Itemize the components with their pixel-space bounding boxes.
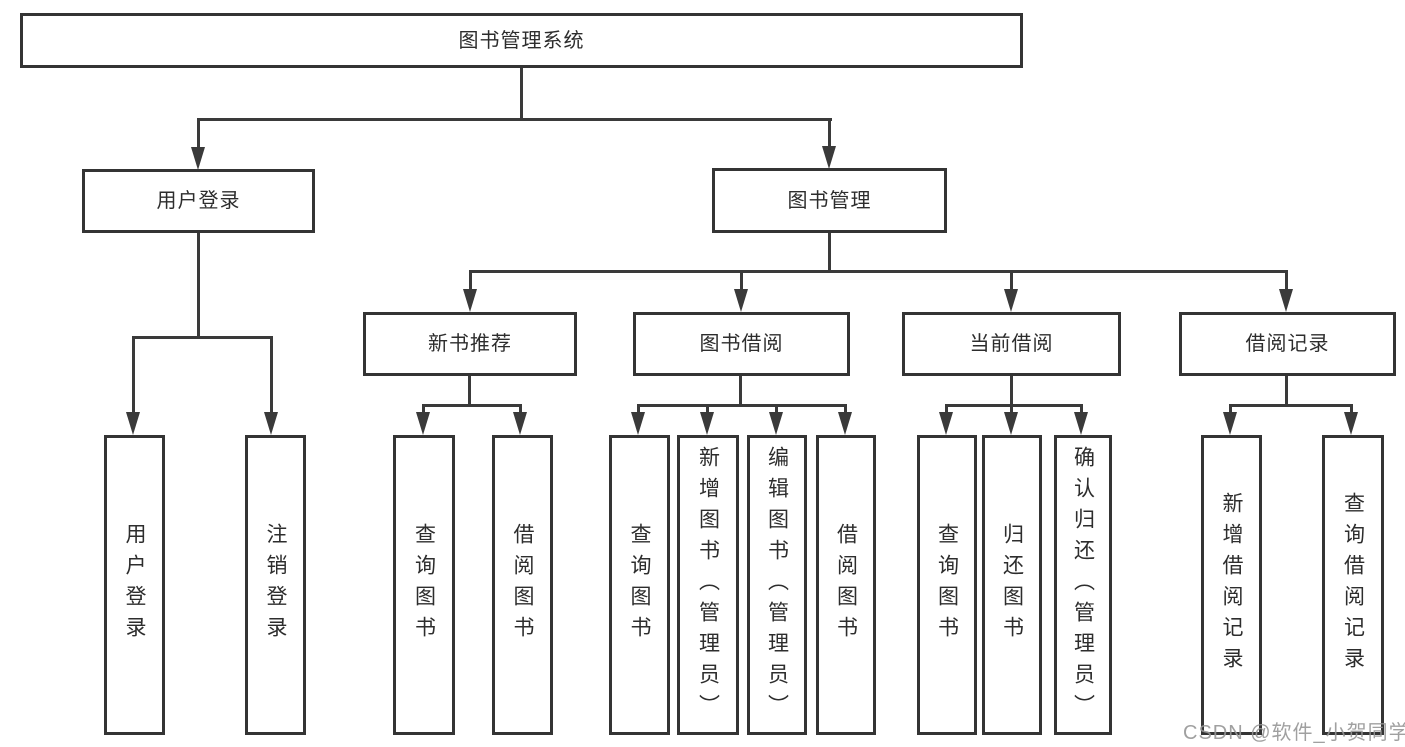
node-label: 新增借阅记录 [1220,492,1243,678]
arrow-down-icon [700,412,714,435]
node-label: 查询图书 [628,523,651,647]
leaf-user-login: 用户登录 [104,435,165,735]
connector-vline [637,404,640,416]
connector-vline [468,376,471,407]
leaf-edit-book-admin: 编辑图书（管理员） [747,435,807,735]
leaf-query-books-current: 查询图书 [917,435,977,735]
connector-hline [1229,404,1353,407]
arrow-down-icon [769,412,783,435]
node-user-login-branch: 用户登录 [82,169,315,233]
connector-vline [422,404,425,416]
arrow-down-icon [631,412,645,435]
node-label: 借阅记录 [1245,333,1330,355]
arrow-down-icon [1344,412,1358,435]
connector-vline [1080,404,1083,416]
connector-vline [828,233,831,272]
arrow-down-icon [264,412,278,435]
node-book-management-branch: 图书管理 [712,168,947,233]
node-new-book-recommendation: 新书推荐 [363,312,577,376]
connector-vline [469,270,472,292]
connector-vline [1010,404,1013,416]
connector-vline [828,118,831,150]
arrow-down-icon [1074,412,1088,435]
arrow-down-icon [1004,289,1018,312]
node-label: 图书借阅 [699,333,784,355]
arrow-down-icon [1004,412,1018,435]
node-label: 新增图书（管理员） [696,445,720,725]
connector-vline [706,404,709,416]
node-label: 查询借阅记录 [1341,492,1365,678]
leaf-borrow-books-recommend: 借阅图书 [492,435,553,735]
arrow-down-icon [191,147,205,170]
node-current-borrowing: 当前借阅 [902,312,1121,376]
connector-vline [945,404,948,416]
arrow-down-icon [463,289,477,312]
arrow-down-icon [838,412,852,435]
node-label: 查询图书 [935,523,959,647]
connector-hline [637,404,847,407]
arrow-down-icon [416,412,430,435]
arrow-down-icon [939,412,953,435]
node-label: 确认归还（管理员） [1071,445,1095,725]
arrow-down-icon [513,412,527,435]
connector-vline [1285,376,1288,407]
connector-vline [519,404,522,416]
connector-vline [197,118,200,150]
arrow-down-icon [126,412,140,435]
arrow-down-icon [1223,412,1237,435]
node-label: 借阅图书 [511,523,534,647]
connector-hline [945,404,1083,407]
csdn-watermark: CSDN @软件_小贺同学 [1183,722,1405,744]
node-label: 图书管理 [787,189,872,212]
connector-vline [1285,270,1288,292]
connector-vline [740,270,743,292]
node-label: 查询图书 [412,523,436,647]
node-label: 当前借阅 [969,333,1054,355]
leaf-borrow-books: 借阅图书 [816,435,876,735]
node-label: 编辑图书（管理员） [765,445,789,725]
arrow-down-icon [734,289,748,312]
leaf-query-books-borrowing: 查询图书 [609,435,670,735]
node-system-root: 图书管理系统 [20,13,1023,68]
connector-vline [775,404,778,416]
leaf-add-book-admin: 新增图书（管理员） [677,435,739,735]
node-label: 借阅图书 [834,523,858,647]
connector-hline [422,404,522,407]
connector-hline [132,336,273,339]
connector-vline [1010,270,1013,292]
node-book-borrowing: 图书借阅 [633,312,850,376]
leaf-query-books-recommend: 查询图书 [393,435,455,735]
node-label: 用户登录 [156,190,241,212]
node-label: 图书管理系统 [458,29,585,52]
connector-vline [1229,404,1232,416]
node-label: 归还图书 [1000,523,1024,647]
leaf-confirm-return-admin: 确认归还（管理员） [1054,435,1112,735]
arrow-down-icon [822,146,836,169]
leaf-return-book: 归还图书 [982,435,1042,735]
leaf-add-borrow-record: 新增借阅记录 [1201,435,1262,735]
connector-vline [197,233,200,339]
node-label: 用户登录 [123,523,146,647]
leaf-logout: 注销登录 [245,435,306,735]
connector-vline [132,336,135,416]
node-label: 注销登录 [264,523,287,647]
node-label: 新书推荐 [428,333,512,355]
node-borrowing-records: 借阅记录 [1179,312,1396,376]
connector-vline [270,336,273,416]
connector-vline [1350,404,1353,416]
arrow-down-icon [1279,289,1293,312]
connector-vline [520,68,523,120]
connector-vline [844,404,847,416]
connector-hline [198,118,832,121]
connector-hline [469,270,1288,273]
connector-vline [1010,376,1013,407]
leaf-query-borrow-record: 查询借阅记录 [1322,435,1384,735]
connector-vline [739,376,742,407]
